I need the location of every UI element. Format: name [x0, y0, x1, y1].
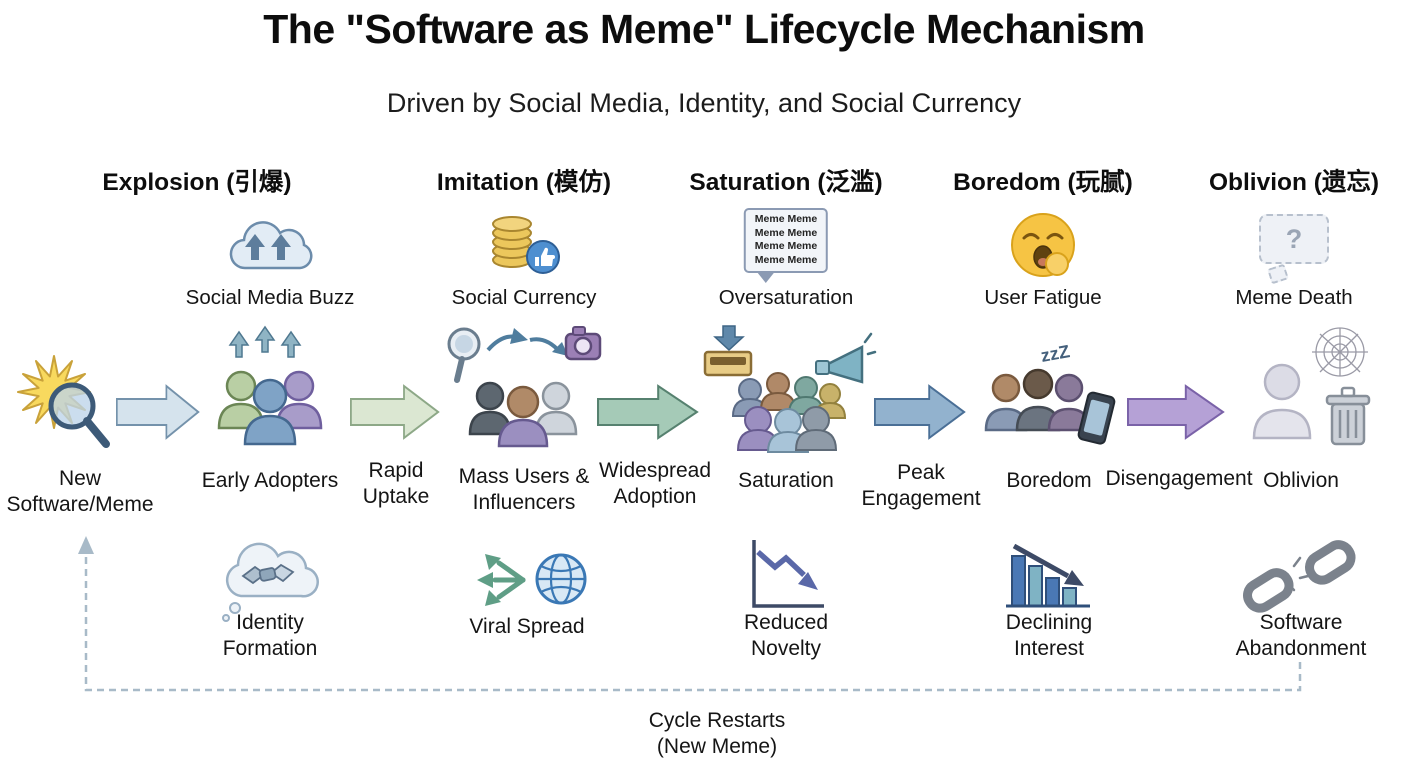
flow-arrow-5-icon	[1127, 384, 1225, 440]
oversaturation-bubble-icon: Meme Meme Meme Meme Meme Meme Meme Meme	[743, 208, 829, 283]
social-currency-icon	[482, 208, 566, 280]
top-icon-label: User Fatigue	[984, 286, 1102, 309]
node-label-oblivion: Oblivion	[1263, 469, 1339, 492]
broken-chain-icon	[1242, 534, 1360, 622]
top-icon-label: Oversaturation	[718, 286, 854, 309]
bottom-icon-label: Viral Spread	[469, 615, 585, 638]
phase-header-boredom: Boredom (玩腻)	[953, 169, 1133, 196]
oblivion-icon	[1236, 326, 1376, 458]
reduced-novelty-chart-icon	[740, 532, 832, 620]
meme-death-bubble-icon: ?	[1259, 214, 1329, 285]
flow-arrow-2-icon	[350, 384, 440, 440]
phase-header-oblivion: Oblivion (遗忘)	[1208, 169, 1380, 196]
phase-header-saturation: Saturation (泛滥)	[689, 169, 883, 196]
new-software-meme-icon	[6, 350, 118, 456]
bottom-icon-label: Software Abandonment	[1235, 611, 1367, 660]
node-label-boredom: Boredom	[1006, 469, 1092, 492]
dashed-bubble-tail-icon	[1266, 263, 1290, 285]
cycle-restart-label: Cycle Restarts (New Meme)	[648, 709, 786, 758]
top-icon-label: Social Media Buzz	[185, 286, 355, 309]
bottom-icon-label: Identity Formation	[222, 611, 318, 660]
node-label-early-adopters: Early Adopters	[201, 469, 339, 492]
saturation-crowd-icon	[700, 322, 877, 454]
top-icon-label: Meme Death	[1235, 286, 1353, 309]
bottom-icon-label: Reduced Novelty	[743, 611, 829, 660]
boredom-icon: zzZ	[976, 326, 1126, 456]
meme-bubble-text: Meme Meme Meme Meme Meme Meme Meme Meme	[743, 208, 829, 273]
death-bubble-text: ?	[1259, 214, 1329, 264]
viral-spread-icon	[457, 540, 597, 618]
declining-interest-chart-icon	[1000, 532, 1098, 620]
page-title: The "Software as Meme" Lifecycle Mechani…	[263, 6, 1145, 52]
node-label-mass-users: Mass Users & Influencers	[458, 465, 590, 514]
flow-arrow-4-icon	[874, 384, 966, 440]
phase-header-explosion: Explosion (引爆)	[102, 169, 292, 196]
flow-arrow-1-icon	[116, 384, 200, 440]
top-icon-label: Social Currency	[451, 286, 597, 309]
early-adopters-icon	[205, 322, 335, 454]
arrow-label-widespread-adoption: Widespread Adoption	[598, 459, 712, 508]
zzz-text: zzZ	[1039, 341, 1071, 366]
phase-header-imitation: Imitation (模仿)	[436, 169, 612, 196]
node-label-new-software-meme: New Software/Meme	[6, 467, 154, 516]
social-media-buzz-icon	[222, 208, 318, 282]
speech-bubble-tail-icon	[757, 272, 774, 283]
arrow-label-peak-engagement: Peak Engagement	[861, 461, 981, 510]
arrow-label-rapid-uptake: Rapid Uptake	[362, 459, 430, 508]
mass-users-influencers-icon	[444, 318, 604, 456]
flow-arrow-3-icon	[597, 384, 699, 440]
node-label-saturation: Saturation	[738, 469, 834, 492]
page-subtitle: Driven by Social Media, Identity, and So…	[386, 88, 1022, 118]
yawning-face-icon	[1008, 210, 1078, 280]
arrow-label-disengagement: Disengagement	[1105, 467, 1253, 490]
bottom-icon-label: Declining Interest	[1005, 611, 1093, 660]
